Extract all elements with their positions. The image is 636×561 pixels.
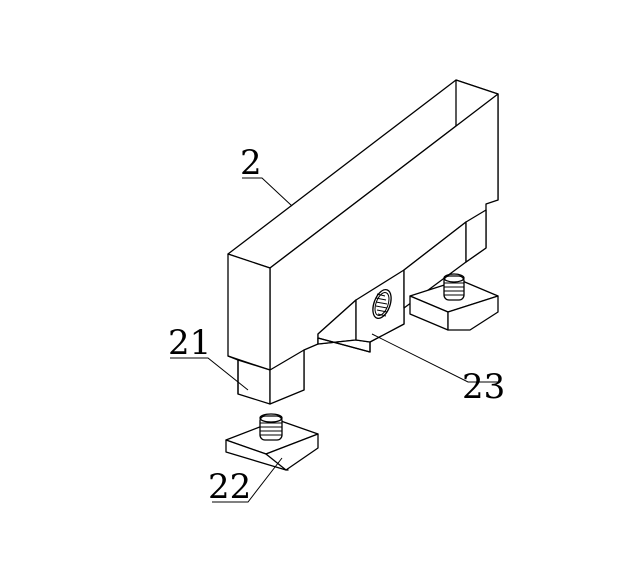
leader-line-21 <box>170 357 249 391</box>
t-nut-right <box>409 273 499 331</box>
left-leg <box>227 349 305 405</box>
main-block <box>227 79 499 391</box>
right-leg-front <box>465 209 487 263</box>
threaded-hole <box>372 288 392 320</box>
t-nut-left <box>225 413 319 471</box>
label-23: 23 <box>462 367 505 407</box>
leader-line-22 <box>212 457 283 503</box>
main-block-left-face <box>227 253 271 371</box>
leader-line-2 <box>242 177 293 207</box>
notch-block-face <box>355 269 405 343</box>
leader-lines <box>170 177 500 503</box>
t-nut-right-side <box>447 295 499 331</box>
label-21: 21 <box>168 323 211 363</box>
left-leg-front <box>269 349 305 405</box>
label-2: 2 <box>240 143 262 183</box>
t-nut-right-screw <box>443 273 465 301</box>
t-nut-left-side <box>265 433 319 471</box>
middle-notch <box>317 269 405 353</box>
leader-line-23 <box>371 333 500 383</box>
t-nut-left-screw <box>259 413 283 441</box>
right-leg <box>403 209 487 309</box>
label-22: 22 <box>208 467 251 507</box>
